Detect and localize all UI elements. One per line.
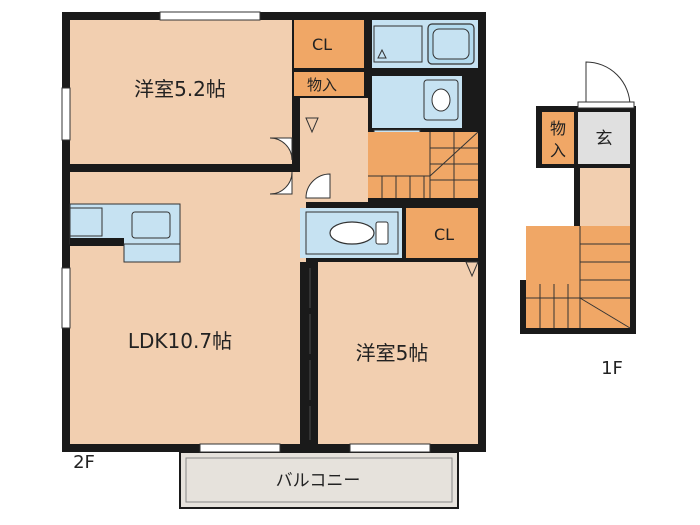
closet-top — [294, 20, 364, 68]
room-label-balcony: バルコニー — [276, 471, 361, 491]
balcony-area — [179, 451, 459, 509]
hall-1f — [580, 168, 630, 226]
storage-1f — [542, 112, 574, 164]
floor-label-1f: 1F — [601, 358, 623, 379]
room-label-storage-1f-bottom: 入 — [550, 141, 566, 160]
room-label-closet-top: CL — [312, 35, 332, 54]
floor-1-plan — [520, 61, 636, 334]
closet-bottom — [406, 208, 478, 258]
room-label-entrance: 玄 — [596, 129, 613, 149]
room-label-ldk: LDK10.7帖 — [128, 329, 232, 353]
room-label-western-5-2: 洋室5.2帖 — [134, 77, 226, 101]
stairs-1f — [526, 226, 631, 329]
room-label-storage-2f: 物入 — [307, 76, 337, 94]
room-label-western-5: 洋室5帖 — [356, 341, 429, 365]
floor-label-2f: 2F — [73, 452, 95, 473]
room-label-closet-bottom: CL — [434, 225, 454, 244]
western-room-5 — [318, 262, 478, 444]
room-label-storage-1f-top: 物 — [550, 119, 566, 138]
stairs-2f — [368, 131, 479, 198]
floor-2-plan — [61, 11, 486, 509]
western-room-5-2 — [70, 20, 292, 164]
entrance-1f — [578, 112, 630, 164]
storage-2f — [294, 72, 364, 96]
toilet-fixture — [329, 221, 375, 245]
